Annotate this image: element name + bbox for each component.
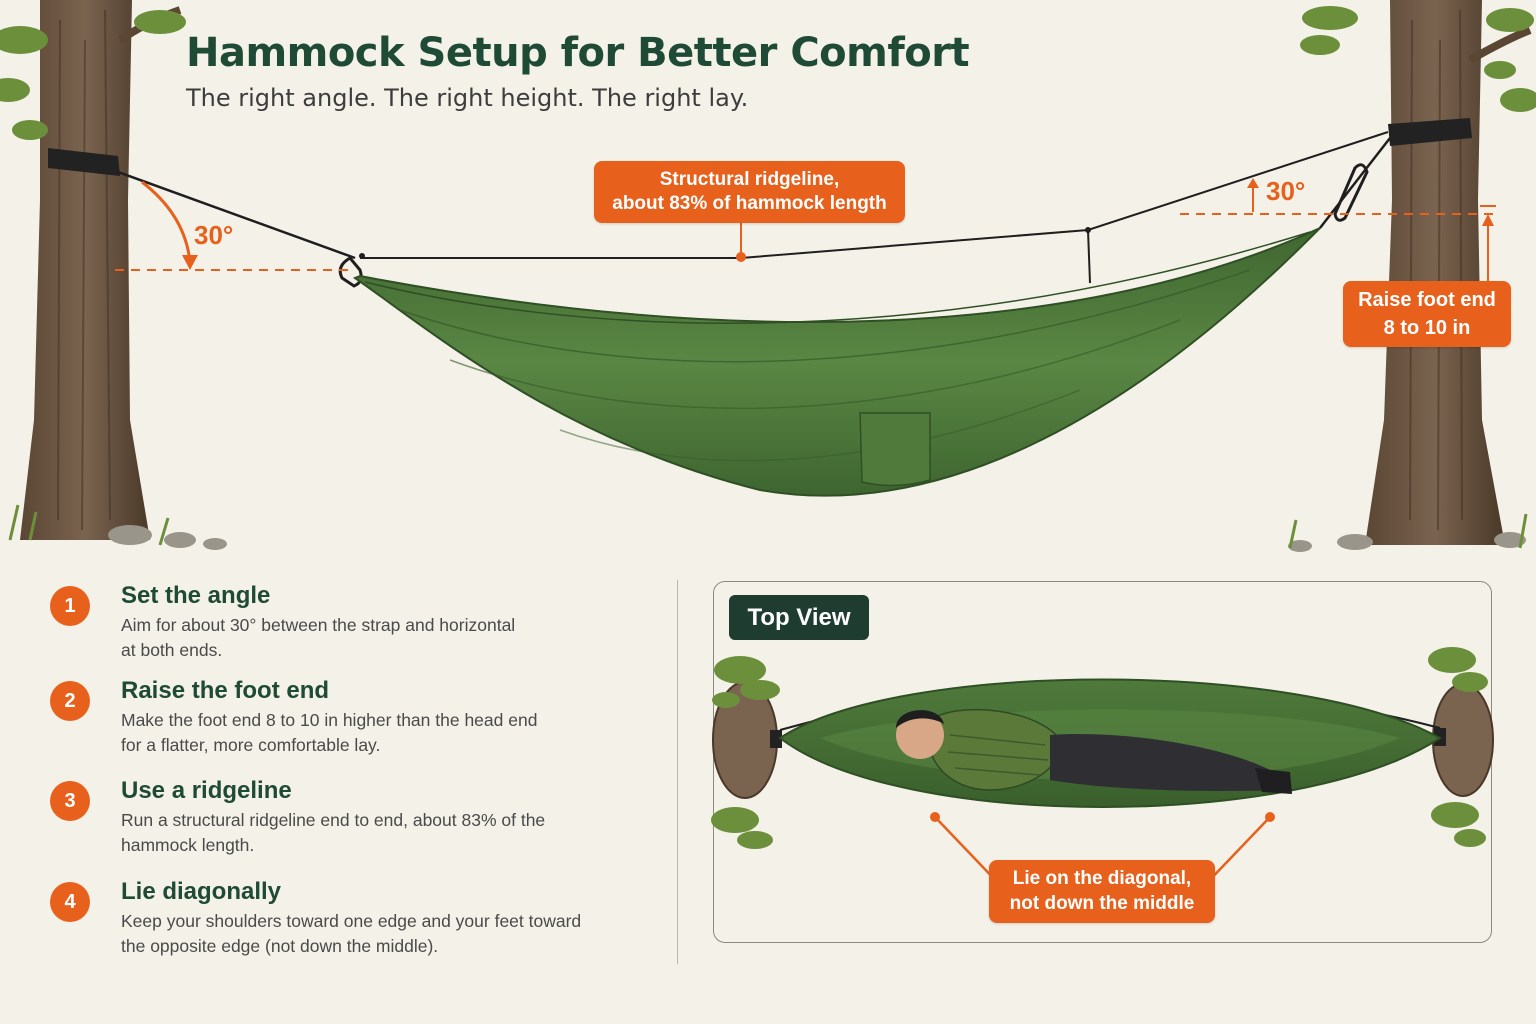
step-2-text-line-2: for a flatter, more comfortable lay. xyxy=(121,735,381,755)
raise-foot-callout-line-1: Raise foot end xyxy=(1358,289,1496,311)
step-4-number: 4 xyxy=(50,882,90,922)
step-2-text: Make the foot end 8 to 10 in higher than… xyxy=(121,708,611,758)
step-1-text-line-2: at both ends. xyxy=(121,640,223,660)
raise-foot-callout-line-2: 8 to 10 in xyxy=(1383,317,1471,339)
left-angle-arc xyxy=(141,180,192,263)
hammock-pocket xyxy=(859,412,931,487)
step-4-text: Keep your shoulders toward one edge and … xyxy=(121,909,611,959)
step-1-text-line-1: Aim for about 30° between the strap and … xyxy=(121,615,516,635)
diagonal-callout-line-1: Lie on the diagonal, xyxy=(1012,868,1192,889)
step-1-text: Aim for about 30° between the strap and … xyxy=(121,613,611,663)
step-2-title: Raise the foot end xyxy=(121,677,330,704)
right-tree-strap xyxy=(1388,118,1472,146)
ridgeline-knot-right xyxy=(1085,227,1091,233)
step-4-text-line-2: the opposite edge (not down the middle). xyxy=(121,936,439,956)
right-tree xyxy=(1288,0,1536,552)
step-2-number: 2 xyxy=(50,681,90,721)
page-title: Hammock Setup for Better Comfort xyxy=(186,30,970,76)
left-suspension-strap xyxy=(117,170,356,260)
diagonal-callout-line-2: not down the middle xyxy=(1009,893,1195,914)
left-carabiner xyxy=(338,256,363,288)
step-4-text-line-1: Keep your shoulders toward one edge and … xyxy=(121,911,582,931)
ridgeline-hang-cord xyxy=(1087,229,1091,284)
left-angle-arrowhead xyxy=(182,255,198,270)
ridgeline-pointer-dot xyxy=(736,252,746,262)
right-angle-arrowhead xyxy=(1247,178,1259,188)
step-3-title: Use a ridgeline xyxy=(121,777,292,804)
ridgeline-knot-left xyxy=(359,253,365,259)
section-divider xyxy=(677,580,678,964)
raise-foot-callout: Raise foot end 8 to 10 in xyxy=(1343,281,1511,347)
step-1-title: Set the angle xyxy=(121,582,271,609)
structural-ridgeline xyxy=(360,131,1389,259)
person-lying-diagonally xyxy=(896,708,1292,794)
right-angle-label: 30° xyxy=(1266,176,1306,206)
raise-height-arrowhead xyxy=(1482,214,1494,226)
step-1-number: 1 xyxy=(50,586,90,626)
step-3-number: 3 xyxy=(50,781,90,821)
left-angle-label: 30° xyxy=(194,220,234,250)
ridgeline-callout-line-1: Structural ridgeline, xyxy=(659,169,840,190)
page-subtitle: The right angle. The right height. The r… xyxy=(186,84,749,112)
step-3-text: Run a structural ridgeline end to end, a… xyxy=(121,808,611,858)
ridgeline-callout: Structural ridgeline, about 83% of hammo… xyxy=(594,161,905,223)
step-2-text-line-1: Make the foot end 8 to 10 in higher than… xyxy=(121,710,538,730)
left-tree-strap xyxy=(48,148,120,176)
hammock-side xyxy=(352,227,1321,497)
left-tree xyxy=(0,0,227,550)
step-3-text-line-1: Run a structural ridgeline end to end, a… xyxy=(121,810,546,830)
step-4-title: Lie diagonally xyxy=(121,878,282,905)
top-view-badge: Top View xyxy=(729,595,869,640)
step-3-text-line-2: hammock length. xyxy=(121,835,255,855)
right-carabiner xyxy=(1333,163,1369,222)
ridgeline-callout-line-2: about 83% of hammock length xyxy=(612,193,887,214)
diagonal-callout: Lie on the diagonal, not down the middle xyxy=(989,860,1215,923)
top-view-illustration xyxy=(711,647,1494,886)
